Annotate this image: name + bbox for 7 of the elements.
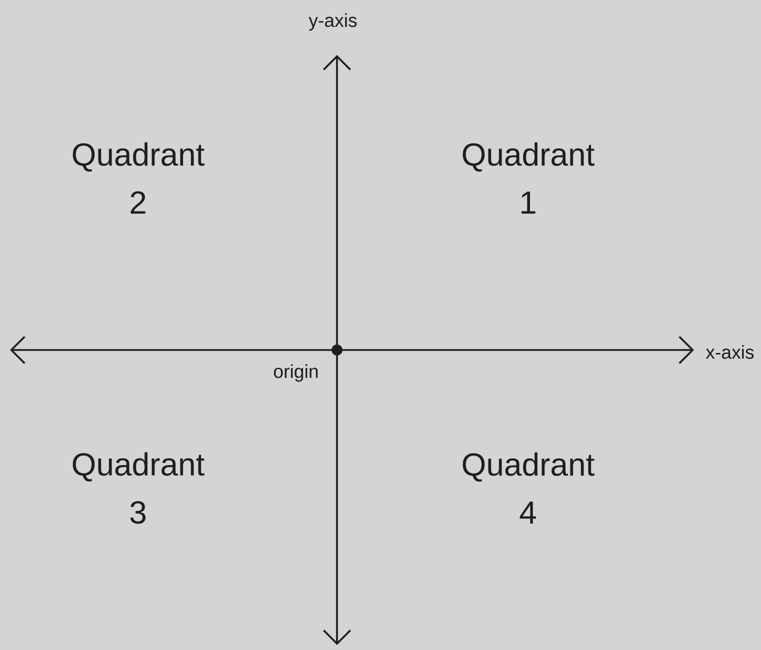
quadrant-label: Quadrant 1	[462, 142, 594, 214]
quadrant-label: Quadrant 4	[462, 452, 594, 524]
axis-label: x-axis	[706, 345, 754, 359]
quadrant-label: Quadrant 2	[72, 142, 204, 214]
origin-label: origin	[274, 364, 318, 382]
axis-label: y-axis	[308, 13, 357, 31]
quadrant-label: Quadrant 3	[72, 452, 204, 524]
